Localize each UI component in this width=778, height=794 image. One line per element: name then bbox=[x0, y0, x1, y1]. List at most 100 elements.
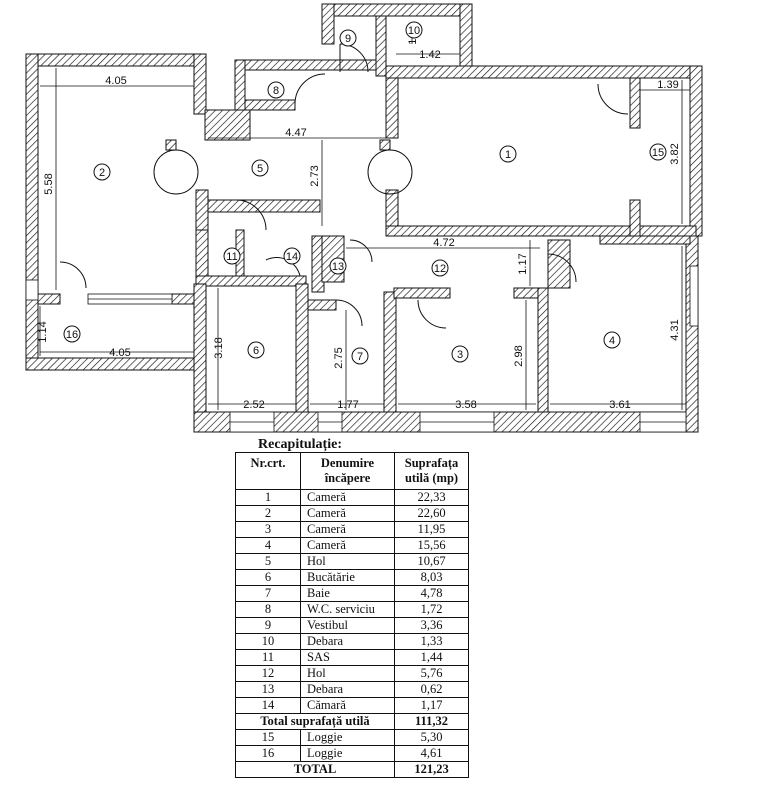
row-area: 15,56 bbox=[394, 537, 469, 554]
recap-header-row: Nr.crt. Denumire încăpere Suprafața util… bbox=[235, 452, 469, 490]
row-area: 8,03 bbox=[394, 569, 469, 586]
total-label: TOTAL bbox=[235, 761, 395, 778]
row-name: Debara bbox=[300, 633, 395, 650]
dim-2-98: 2.98 bbox=[513, 345, 525, 366]
room-label-13: 13 bbox=[332, 261, 344, 273]
row-nr: 12 bbox=[235, 665, 301, 682]
room-label-7: 7 bbox=[357, 351, 363, 363]
recap-table: Nr.crt. Denumire încăpere Suprafața util… bbox=[235, 452, 469, 778]
header-name: Denumire încăpere bbox=[300, 452, 395, 490]
row-area: 10,67 bbox=[394, 553, 469, 570]
row-area: 1,17 bbox=[394, 697, 469, 714]
dim-4-05-top: 4.05 bbox=[105, 75, 126, 87]
total-useful-row: Total suprafață utilă 111,32 bbox=[235, 713, 469, 730]
dim-2-75: 2.75 bbox=[333, 347, 345, 368]
dim-3-18: 3.18 bbox=[213, 337, 225, 358]
row-nr: 2 bbox=[235, 505, 301, 522]
row-area: 4,61 bbox=[394, 745, 469, 762]
row-nr: 4 bbox=[235, 537, 301, 554]
row-area: 5,76 bbox=[394, 665, 469, 682]
row-nr: 14 bbox=[235, 697, 301, 714]
dim-4-05-bottom: 4.05 bbox=[109, 347, 130, 359]
dim-4-72: 4.72 bbox=[433, 237, 454, 249]
row-name: Baie bbox=[300, 585, 395, 602]
room-label-16: 16 bbox=[66, 329, 78, 341]
row-nr: 10 bbox=[235, 633, 301, 650]
row-nr: 5 bbox=[235, 553, 301, 570]
dim-3-82: 3.82 bbox=[669, 143, 681, 164]
room-label-1: 1 bbox=[505, 149, 511, 161]
row-nr: 16 bbox=[235, 745, 301, 762]
row-name: Cameră bbox=[300, 521, 395, 538]
room-label-4: 4 bbox=[609, 335, 615, 347]
dim-3-58: 3.58 bbox=[455, 399, 476, 411]
dim-1-42: 1.42 bbox=[419, 49, 440, 61]
row-area: 0,62 bbox=[394, 681, 469, 698]
row-name: Debara bbox=[300, 681, 395, 698]
header-nr: Nr.crt. bbox=[235, 452, 301, 490]
dim-2-73: 2.73 bbox=[309, 165, 321, 186]
room-label-6: 6 bbox=[253, 345, 259, 357]
row-name: Loggie bbox=[300, 745, 395, 762]
room-label-10: 10 bbox=[408, 25, 420, 37]
row-nr: 15 bbox=[235, 729, 301, 746]
dimension-lines bbox=[39, 24, 690, 410]
row-name: SAS bbox=[300, 649, 395, 666]
row-name: Vestibul bbox=[300, 617, 395, 634]
dim-5-58: 5.58 bbox=[43, 173, 55, 194]
row-name: Hol bbox=[300, 553, 395, 570]
row-name: Loggie bbox=[300, 729, 395, 746]
header-area: Suprafața utilă (mp) bbox=[394, 452, 469, 490]
dim-4-47: 4.47 bbox=[285, 127, 306, 139]
room-label-15: 15 bbox=[652, 147, 664, 159]
total-useful-label: Total suprafață utilă bbox=[235, 713, 395, 730]
windows bbox=[25, 265, 699, 433]
row-name: Cameră bbox=[300, 505, 395, 522]
row-nr: 11 bbox=[235, 649, 301, 666]
door-swings bbox=[59, 43, 629, 329]
row-name: Cămară bbox=[300, 697, 395, 714]
room-label-2: 2 bbox=[99, 167, 105, 179]
floor-plan: 4.05 5.58 4.47 2.73 1.04 1.42 1.39 3.82 … bbox=[25, 3, 703, 433]
room-label-11: 11 bbox=[226, 251, 237, 263]
row-nr: 6 bbox=[235, 569, 301, 586]
total-value: 121,23 bbox=[394, 761, 469, 778]
room-label-5: 5 bbox=[257, 163, 263, 175]
row-area: 1,72 bbox=[394, 601, 469, 618]
row-nr: 1 bbox=[235, 489, 301, 506]
walls bbox=[25, 3, 703, 433]
row-name: Cameră bbox=[300, 489, 395, 506]
total-useful-value: 111,32 bbox=[394, 713, 469, 730]
room-label-8: 8 bbox=[273, 85, 279, 97]
row-nr: 13 bbox=[235, 681, 301, 698]
row-name: Hol bbox=[300, 665, 395, 682]
row-nr: 3 bbox=[235, 521, 301, 538]
dim-3-61: 3.61 bbox=[609, 399, 630, 411]
row-nr: 9 bbox=[235, 617, 301, 634]
row-area: 3,36 bbox=[394, 617, 469, 634]
room-label-14: 14 bbox=[286, 251, 298, 263]
row-nr: 8 bbox=[235, 601, 301, 618]
room-label-12: 12 bbox=[434, 263, 446, 275]
dim-1-39: 1.39 bbox=[657, 79, 678, 91]
row-name: Cameră bbox=[300, 537, 395, 554]
row-name: Bucătărie bbox=[300, 569, 395, 586]
room-label-3: 3 bbox=[457, 349, 463, 361]
row-area: 22,33 bbox=[394, 489, 469, 506]
row-name: W.C. serviciu bbox=[300, 601, 395, 618]
